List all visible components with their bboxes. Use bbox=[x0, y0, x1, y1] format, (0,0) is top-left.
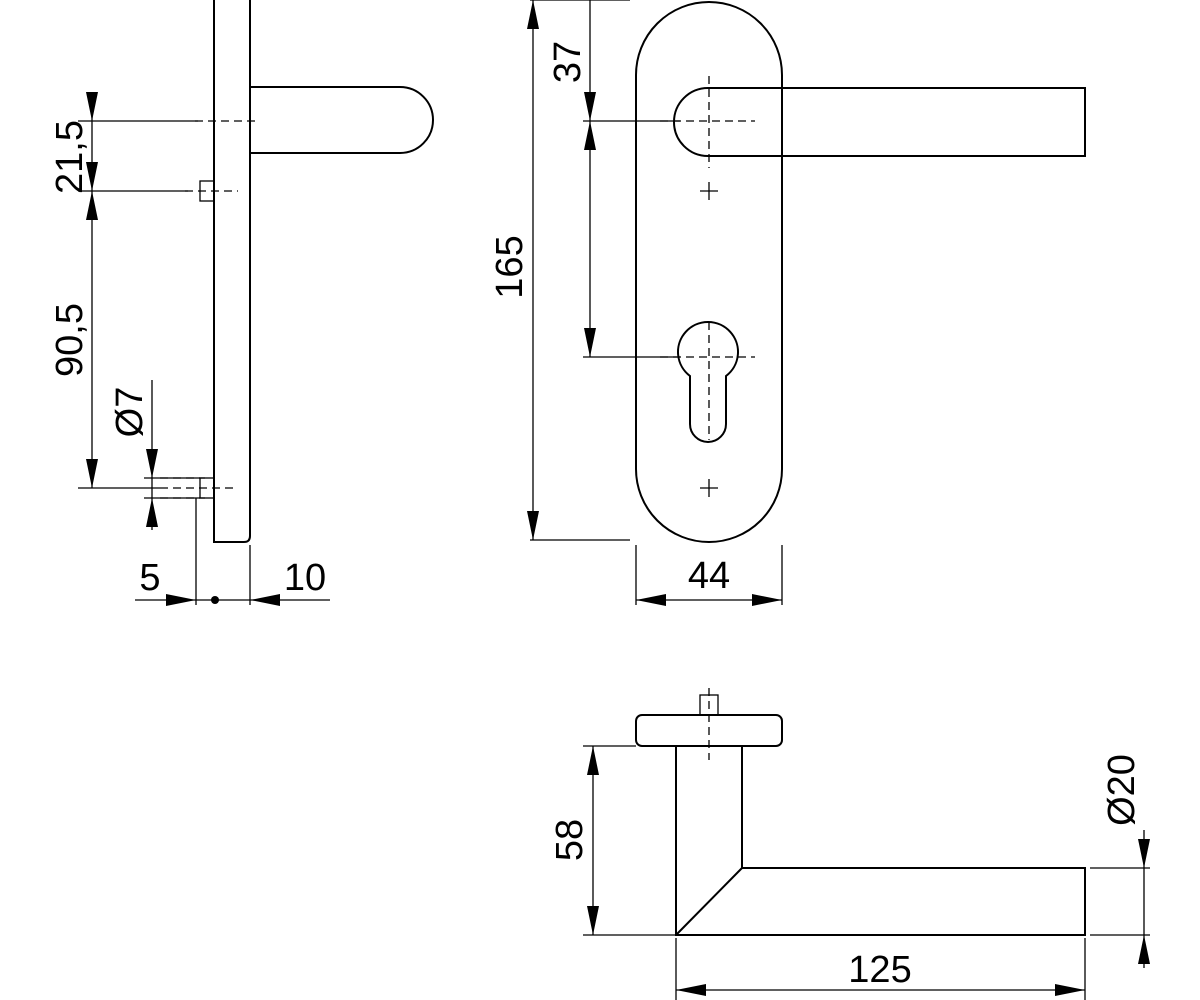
top-view bbox=[635, 688, 1086, 936]
dim-165: 165 bbox=[489, 235, 531, 298]
side-view bbox=[160, 0, 434, 543]
dim-37: 37 bbox=[547, 41, 589, 83]
dim-125: 125 bbox=[848, 949, 911, 991]
dim-21-5: 21,5 bbox=[49, 120, 91, 194]
dim-diameter-7: Ø7 bbox=[109, 387, 151, 438]
dim-90-5: 90,5 bbox=[49, 303, 91, 377]
front-backplate bbox=[635, 1, 783, 543]
dim-5: 5 bbox=[139, 557, 160, 599]
top-dimension-lines bbox=[583, 745, 1150, 1000]
front-view bbox=[635, 1, 1086, 543]
top-handle bbox=[675, 746, 1086, 936]
dim-58: 58 bbox=[549, 819, 591, 861]
side-backplate bbox=[213, 0, 251, 543]
dim-44: 44 bbox=[688, 555, 730, 597]
front-dimension-lines bbox=[527, 0, 783, 606]
dim-diameter-20: Ø20 bbox=[1101, 754, 1143, 826]
front-keyhole bbox=[677, 321, 739, 443]
side-dimension-lines bbox=[78, 92, 330, 606]
dim-10: 10 bbox=[284, 557, 326, 599]
front-handle bbox=[673, 87, 1086, 157]
side-handle bbox=[250, 86, 434, 154]
